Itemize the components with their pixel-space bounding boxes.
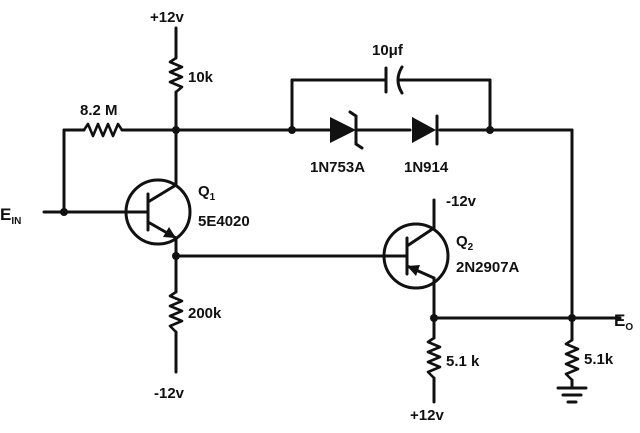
resistor-8-2m xyxy=(82,122,124,138)
transistor-q1-symbol xyxy=(124,178,192,246)
resistor-label-8-2m: 8.2 M xyxy=(80,102,118,119)
transistor-q2-symbol xyxy=(382,222,450,290)
resistor-200k xyxy=(168,290,184,334)
junction-cap-right xyxy=(486,126,494,134)
q2-collector-supply-label: -12v xyxy=(446,193,477,210)
junction-cap-left xyxy=(288,126,296,134)
resistor-label-200k: 200k xyxy=(188,305,222,322)
junction-output xyxy=(568,314,576,322)
diode-symbol xyxy=(412,114,439,146)
resistor-label-5-1k-emitter: 5.1 k xyxy=(446,353,480,370)
junction-collector xyxy=(172,126,180,134)
wires xyxy=(42,26,622,404)
q2-name-label: Q2 xyxy=(456,233,474,253)
ground-symbol xyxy=(556,386,588,404)
input-port-label: EIN xyxy=(0,205,21,227)
resistor-10k xyxy=(168,56,184,94)
diode-label: 1N914 xyxy=(404,159,449,176)
q1-name-label: Q1 xyxy=(198,183,216,203)
supply-label-bottom-q1: -12v xyxy=(154,385,185,402)
supply-label-bottom-q2: +12v xyxy=(410,407,444,424)
junctions xyxy=(60,126,576,322)
junction-q1-emitter xyxy=(172,252,180,260)
supply-label-top-q1: +12v xyxy=(150,9,184,26)
q1-part-label: 5E4020 xyxy=(198,213,250,230)
junction-q2-emitter xyxy=(430,314,438,322)
q2-part-label: 2N2907A xyxy=(456,259,520,276)
zener-diode-symbol xyxy=(330,110,364,150)
resistor-5-1k-load xyxy=(564,338,580,382)
resistor-label-10k: 10k xyxy=(188,69,214,86)
resistor-5-1k-emitter xyxy=(426,336,442,380)
junction-input xyxy=(60,208,68,216)
zener-label: 1N753A xyxy=(310,159,365,176)
output-port-label: EO xyxy=(614,311,633,333)
resistor-label-5-1k-load: 5.1k xyxy=(584,351,614,368)
capacitor-label: 10μf xyxy=(372,42,404,59)
capacitor-symbol xyxy=(384,65,404,95)
